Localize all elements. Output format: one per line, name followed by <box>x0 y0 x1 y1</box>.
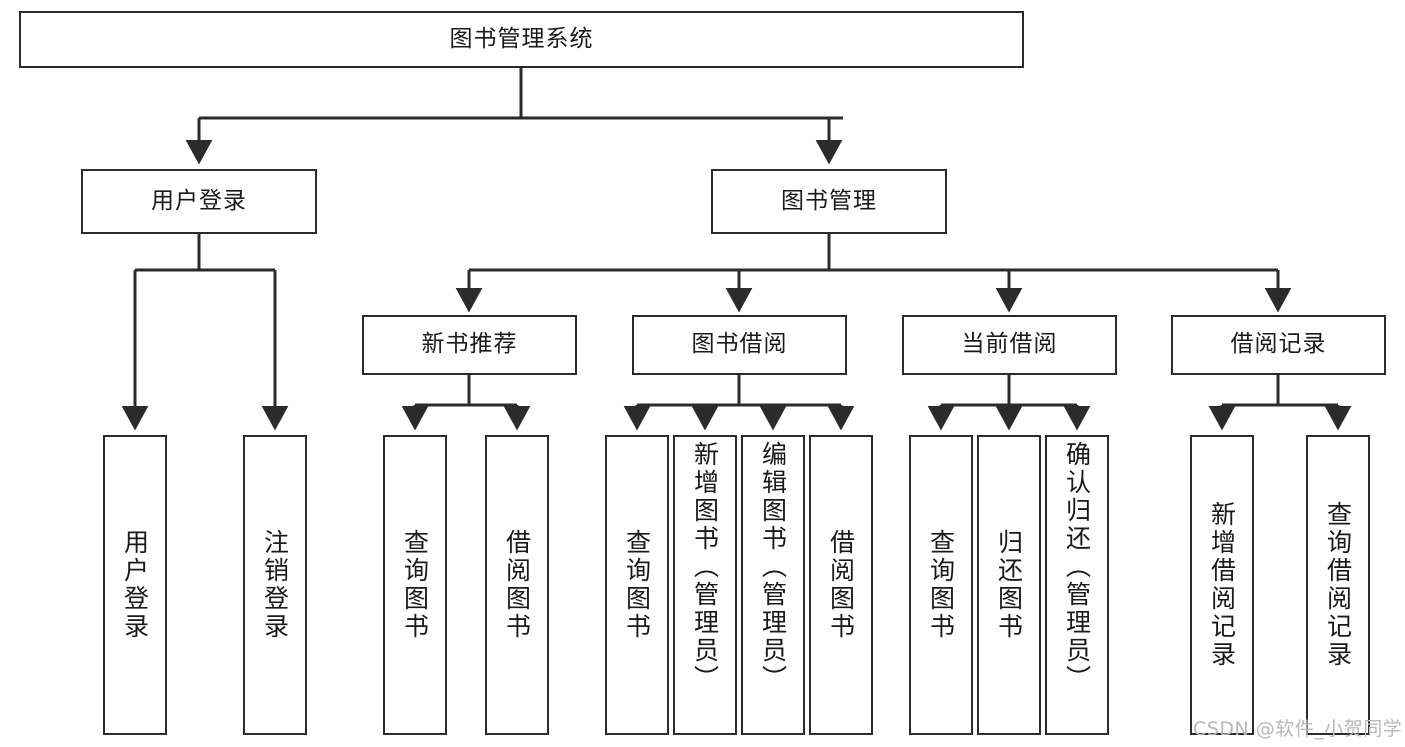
node-book-borrow-label: 图书借阅 <box>691 331 788 358</box>
leaf-confirm-return-label: 确认归还（管理员） <box>1062 441 1092 693</box>
leaf-logout-login[interactable]: 注销登录 <box>243 435 307 735</box>
leaf-borrow-book-1-label: 借阅图书 <box>502 529 532 641</box>
node-root[interactable]: 图书管理系统 <box>19 11 1024 68</box>
leaf-query-book-3[interactable]: 查询图书 <box>909 435 973 735</box>
node-book-manage-label: 图书管理 <box>781 187 877 214</box>
node-current-borrow[interactable]: 当前借阅 <box>902 315 1117 375</box>
node-borrow-record-label: 借阅记录 <box>1230 331 1327 358</box>
leaf-query-book-1[interactable]: 查询图书 <box>383 435 447 735</box>
leaf-query-book-2[interactable]: 查询图书 <box>605 435 669 735</box>
node-root-label: 图书管理系统 <box>449 25 594 52</box>
leaf-borrow-book-1[interactable]: 借阅图书 <box>485 435 549 735</box>
leaf-user-login-label: 用户登录 <box>120 529 150 641</box>
leaf-return-book[interactable]: 归还图书 <box>977 435 1041 735</box>
leaf-add-book[interactable]: 新增图书（管理员） <box>673 435 737 735</box>
leaf-add-book-label: 新增图书（管理员） <box>690 441 720 693</box>
node-current-borrow-label: 当前借阅 <box>961 331 1058 358</box>
node-borrow-record[interactable]: 借阅记录 <box>1171 315 1386 375</box>
leaf-return-book-label: 归还图书 <box>994 529 1024 641</box>
leaf-edit-book[interactable]: 编辑图书（管理员） <box>741 435 805 735</box>
leaf-add-record-label: 新增借阅记录 <box>1207 501 1237 669</box>
watermark-csdn: CSDN @软件_小贺同学 <box>1193 718 1403 740</box>
leaf-query-book-1-label: 查询图书 <box>400 529 430 641</box>
node-user-login-label: 用户登录 <box>151 187 247 214</box>
node-new-book-recommend-label: 新书推荐 <box>421 331 518 358</box>
leaf-query-record-label: 查询借阅记录 <box>1323 501 1353 669</box>
leaf-user-login[interactable]: 用户登录 <box>103 435 167 735</box>
leaf-add-record[interactable]: 新增借阅记录 <box>1190 435 1254 735</box>
leaf-borrow-book-2[interactable]: 借阅图书 <box>809 435 873 735</box>
node-user-login[interactable]: 用户登录 <box>81 169 317 234</box>
leaf-query-book-2-label: 查询图书 <box>622 529 652 641</box>
node-book-manage[interactable]: 图书管理 <box>711 169 947 234</box>
leaf-query-record[interactable]: 查询借阅记录 <box>1306 435 1370 735</box>
leaf-confirm-return[interactable]: 确认归还（管理员） <box>1045 435 1109 735</box>
leaf-query-book-3-label: 查询图书 <box>926 529 956 641</box>
leaf-logout-login-label: 注销登录 <box>260 529 290 641</box>
node-new-book-recommend[interactable]: 新书推荐 <box>362 315 577 375</box>
leaf-borrow-book-2-label: 借阅图书 <box>826 529 856 641</box>
leaf-edit-book-label: 编辑图书（管理员） <box>758 441 788 693</box>
node-book-borrow[interactable]: 图书借阅 <box>632 315 847 375</box>
